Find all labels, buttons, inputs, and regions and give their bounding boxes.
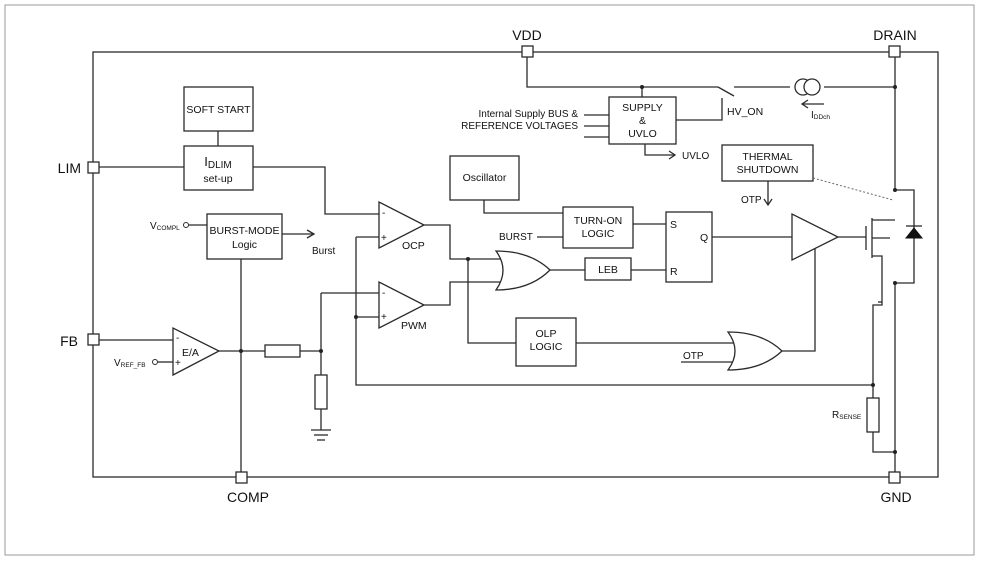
- leb-label: LEB: [598, 264, 618, 276]
- burst-mode-block: BURST-MODE Logic: [206, 213, 283, 260]
- body-diode: [904, 225, 924, 239]
- current-source-icon: [794, 78, 824, 109]
- burst-mode-label-1: BURST-MODE: [209, 225, 279, 237]
- ocp-minus: -: [382, 208, 385, 219]
- or-gate-upper: [494, 250, 551, 291]
- pwm-minus: -: [382, 288, 385, 299]
- rsense-label: RSENSE: [832, 410, 862, 421]
- olp-label-1: OLP: [535, 328, 556, 340]
- otp-gate-label: OTP: [683, 351, 704, 362]
- supply-label-3: UVLO: [628, 128, 657, 140]
- pwm-plus: +: [381, 312, 387, 323]
- error-amplifier: - + E/A: [172, 326, 221, 377]
- idlim-label: IDLIM: [204, 154, 232, 171]
- burst-output-label: Burst: [312, 246, 336, 257]
- pin-vdd-label: VDD: [512, 27, 542, 43]
- thermal-label-2: SHUTDOWN: [737, 164, 799, 176]
- or-gate-lower: [726, 331, 783, 371]
- hv-on-label: HV_ON: [727, 106, 763, 118]
- pin-fb: FB: [60, 333, 100, 349]
- supply-label-1: SUPPLY: [622, 102, 663, 114]
- flipflop-s: S: [670, 219, 677, 231]
- ocp-label: OCP: [402, 240, 425, 252]
- idlim-setup-label: set-up: [203, 173, 232, 185]
- pin-drain-label: DRAIN: [873, 27, 917, 43]
- feedback-resistor: [264, 344, 301, 358]
- pin-lim-label: LIM: [58, 160, 81, 176]
- pin-fb-label: FB: [60, 333, 78, 349]
- olp-label-2: LOGIC: [530, 341, 563, 353]
- ocp-plus: +: [381, 233, 387, 244]
- otp-thermal-label: OTP: [741, 195, 762, 206]
- ocp-comparator: - + OCP: [378, 200, 426, 252]
- turn-on-label-2: LOGIC: [582, 228, 615, 240]
- vref-fb-label: VREF_FB: [114, 358, 146, 369]
- pin-lim: LIM: [58, 160, 100, 176]
- ground-symbol: [311, 429, 331, 441]
- soft-start-label: SOFT START: [186, 104, 251, 116]
- ea-minus: -: [176, 333, 179, 344]
- ea-plus: +: [175, 358, 181, 369]
- ea-label: E/A: [182, 347, 199, 359]
- pin-gnd-label: GND: [880, 489, 911, 505]
- pin-comp-label: COMP: [227, 489, 269, 505]
- idlim-setup-block: IDLIM set-up: [183, 145, 254, 191]
- uvlo-label: UVLO: [682, 151, 709, 162]
- pin-drain: DRAIN: [873, 27, 917, 58]
- pwm-label: PWM: [401, 320, 427, 332]
- supply-label-2: &: [639, 115, 646, 127]
- oscillator-label: Oscillator: [463, 172, 507, 184]
- divider-resistor: [314, 374, 328, 410]
- thermal-shutdown-block: THERMAL SHUTDOWN: [721, 144, 814, 182]
- flipflop-q: Q: [700, 232, 708, 244]
- olp-logic-block: OLP LOGIC: [515, 317, 577, 367]
- oscillator-block: Oscillator: [449, 155, 520, 201]
- vcompl-label: VCOMPL: [150, 221, 180, 232]
- reference-voltages-label: REFERENCE VOLTAGES: [461, 121, 578, 132]
- flipflop-r: R: [670, 266, 678, 278]
- supply-uvlo-block: SUPPLY & UVLO: [608, 96, 677, 145]
- pwm-comparator: - + PWM: [378, 280, 427, 332]
- burst-mode-label-2: Logic: [232, 239, 257, 251]
- leb-block: LEB: [584, 257, 632, 281]
- turn-on-label-1: TURN-ON: [574, 215, 622, 227]
- internal-supply-label: Internal Supply BUS &: [479, 109, 579, 120]
- turn-on-logic-block: TURN-ON LOGIC: [562, 206, 634, 249]
- pin-vdd: VDD: [512, 27, 542, 58]
- soft-start-block: SOFT START: [183, 86, 254, 132]
- sr-flipflop: S R Q: [665, 211, 713, 283]
- rsense-resistor: [866, 397, 880, 433]
- iddch-label: IDDch: [811, 110, 830, 121]
- burst-input-label: BURST: [499, 232, 533, 243]
- outer-frame: [4, 4, 975, 556]
- power-mosfet: [865, 218, 895, 303]
- ic-outline: [92, 51, 939, 478]
- thermal-label-1: THERMAL: [742, 151, 792, 163]
